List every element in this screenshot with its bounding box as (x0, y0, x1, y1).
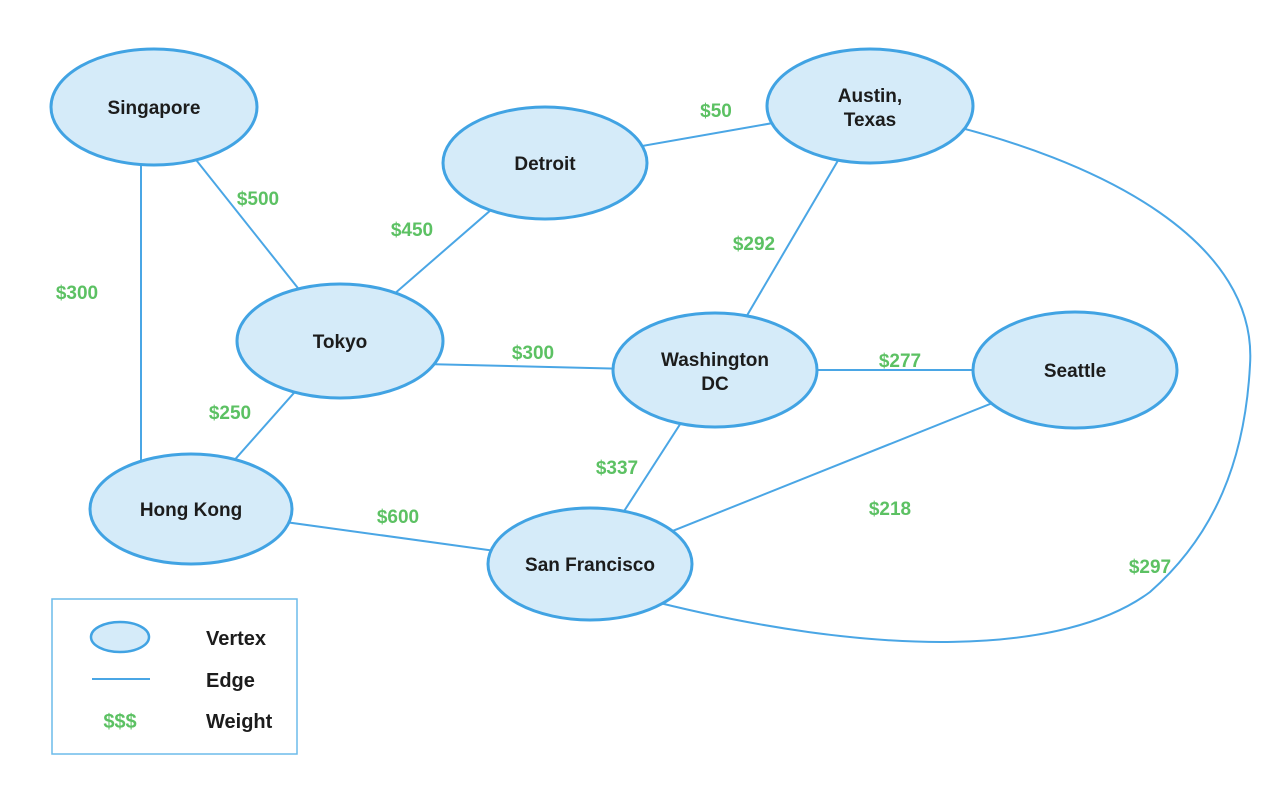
node-tokyo-shape (235, 282, 445, 400)
legend-vertex-swatch (89, 620, 151, 654)
edge-weight-san-francisco-austin: $297 (1129, 557, 1171, 578)
node-tokyo: Tokyo (235, 282, 445, 400)
node-detroit: Detroit (441, 105, 649, 221)
edge-san-francisco-austin-curved (639, 117, 1252, 643)
node-washington-dc-label-line1: Washington (661, 350, 769, 371)
node-san-francisco: San Francisco (486, 506, 694, 622)
edge-weight-washington-dc-san-francisco: $337 (596, 458, 638, 479)
edge-weight-singapore-tokyo: $500 (237, 189, 279, 210)
edge-weight-tokyo-hong-kong: $250 (209, 403, 251, 424)
edge-weight-washington-dc-seattle: $277 (879, 351, 921, 372)
node-washington-dc-shape (611, 311, 819, 429)
node-washington-dc: Washington DC (611, 311, 819, 429)
node-washington-dc-label-line2: DC (701, 374, 729, 395)
node-tokyo-label: Tokyo (313, 332, 368, 353)
node-austin-texas-shape (765, 47, 975, 165)
node-hong-kong-shape (88, 452, 294, 566)
edge-weight-tokyo-washington-dc: $300 (512, 343, 554, 364)
legend-edge-label: Edge (206, 670, 255, 692)
node-singapore-label: Singapore (108, 98, 201, 119)
node-san-francisco-label: San Francisco (525, 555, 655, 576)
edge-weight-detroit-austin: $50 (700, 101, 732, 122)
node-seattle-label: Seattle (1044, 361, 1106, 382)
nodes-layer: Singapore Detroit Austin, Texas Tokyo Wa… (49, 47, 1179, 622)
edge-weight-singapore-hong-kong: $300 (56, 283, 98, 304)
legend-box (51, 598, 298, 755)
edge-weight-austin-washington-dc: $292 (733, 234, 775, 255)
edge-weight-san-francisco-seattle: $218 (869, 499, 911, 520)
legend-vertex-label: Vertex (206, 628, 266, 650)
node-seattle-shape (971, 310, 1179, 430)
node-singapore-shape (49, 47, 259, 167)
node-austin-texas-label-line1: Austin, (838, 86, 902, 107)
node-austin-texas-label-line2: Texas (844, 110, 896, 131)
weights-layer: $300 $500 $450 $50 $292 $300 $250 $600 $… (56, 101, 1171, 578)
legend-weight-swatch: $$$ (103, 711, 136, 733)
node-detroit-shape (441, 105, 649, 221)
node-hong-kong: Hong Kong (88, 452, 294, 566)
node-austin-texas: Austin, Texas (765, 47, 975, 165)
node-san-francisco-shape (486, 506, 694, 622)
edge-weight-hong-kong-san-francisco: $600 (377, 507, 419, 528)
node-detroit-label: Detroit (514, 154, 576, 175)
legend-weight-label: Weight (206, 711, 273, 733)
legend: Vertex Edge $$$ Weight (51, 598, 298, 755)
node-seattle: Seattle (971, 310, 1179, 430)
node-hong-kong-label: Hong Kong (140, 500, 242, 521)
edge-weight-tokyo-detroit: $450 (391, 220, 433, 241)
node-singapore: Singapore (49, 47, 259, 167)
